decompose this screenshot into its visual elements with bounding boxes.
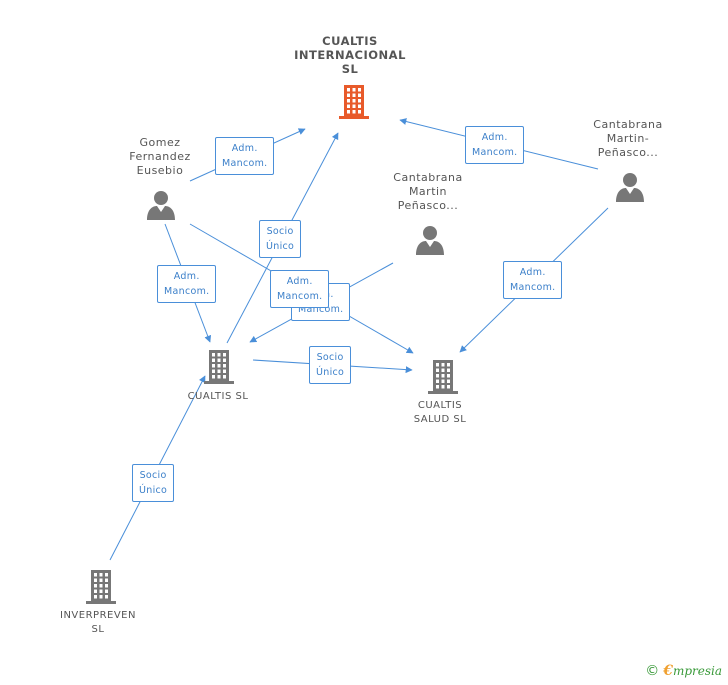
label-line: Fernandez (129, 150, 191, 163)
node-label-cualtis-internacional[interactable]: CUALTIS INTERNACIONAL SL (290, 34, 410, 76)
node-label-cantabrana-mid[interactable]: Cantabrana Martin Peñasco... (378, 171, 478, 213)
label-line: INVERPREVEN (60, 610, 136, 621)
edge-label-line: Adm. (231, 143, 258, 154)
edges-layer (109, 118, 609, 561)
edge-label-e2[interactable]: Adm. Mancom. (465, 126, 525, 164)
label-line: CUALTIS SL (187, 391, 249, 402)
edge-label-line: Mancom. (472, 147, 518, 158)
edge-label-line: Socio (316, 352, 344, 363)
person-icon[interactable] (615, 172, 645, 206)
node-label-cualtis-sl[interactable]: CUALTIS SL (168, 390, 268, 404)
edge-label-line: Mancom. (298, 304, 344, 315)
label-line: Gomez (139, 136, 181, 149)
edge-label-e1[interactable]: Adm. Mancom. (215, 137, 275, 175)
building-icon[interactable] (338, 85, 370, 123)
edge-label-e3[interactable]: Socio Único (259, 220, 302, 258)
edge-label-e8[interactable]: Adm. Mancom. (503, 261, 563, 299)
label-line: CUALTIS (322, 34, 378, 48)
empresia-watermark: © €mpresia (645, 663, 722, 679)
label-line: INTERNACIONAL (294, 48, 406, 62)
person-icon[interactable] (415, 225, 445, 259)
label-line: Cantabrana (593, 118, 663, 131)
edge-label-line: Adm. (481, 132, 508, 143)
edge-label-line: Único (316, 367, 345, 378)
edge-label-line: Mancom. (277, 291, 323, 302)
label-line: SL (341, 62, 359, 76)
label-line: Peñasco... (597, 146, 659, 159)
building-icon[interactable] (85, 570, 117, 608)
edge-label-e6[interactable]: Adm. Mancom. (270, 270, 330, 308)
edge-label-line: Mancom. (222, 158, 268, 169)
label-line: Peñasco... (397, 199, 459, 212)
brand-logo: €mpresia (663, 663, 722, 679)
person-icon[interactable] (146, 190, 176, 224)
node-label-cantabrana-right[interactable]: Cantabrana Martin- Peñasco... (578, 118, 678, 160)
node-label-inverpreven[interactable]: INVERPREVEN SL (48, 609, 148, 637)
edge-label-line: Mancom. (510, 282, 556, 293)
node-label-cualtis-salud[interactable]: CUALTIS SALUD SL (390, 399, 490, 427)
edge-label-line: Único (139, 485, 168, 496)
label-line: SL (91, 624, 105, 635)
edge-label-e9[interactable]: Socio Único (132, 464, 175, 502)
edge-label-e4[interactable]: Adm. Mancom. (157, 265, 217, 303)
edge-label-line: Socio (139, 470, 167, 481)
edge-label-line: Adm. (173, 271, 200, 282)
edge-label-line: Mancom. (164, 286, 210, 297)
building-icon[interactable] (203, 350, 235, 388)
edge-label-line: Socio (266, 226, 294, 237)
edge-label-e7[interactable]: Socio Único (309, 346, 352, 384)
copyright-icon: © (645, 663, 660, 679)
label-line: CUALTIS (417, 400, 463, 411)
label-line: Martin (408, 185, 448, 198)
edge-label-line: Adm. (286, 276, 313, 287)
node-label-gomez[interactable]: Gomez Fernandez Eusebio (110, 136, 210, 178)
building-icon[interactable] (427, 360, 459, 398)
label-line: SALUD SL (413, 414, 467, 425)
brand-rest: mpresia (672, 664, 722, 678)
label-line: Martin- (606, 132, 650, 145)
label-line: Cantabrana (393, 171, 463, 184)
label-line: Eusebio (136, 164, 184, 177)
brand-initial: € (663, 663, 673, 679)
edge-label-line: Adm. (519, 267, 546, 278)
edge-label-line: Único (266, 241, 295, 252)
